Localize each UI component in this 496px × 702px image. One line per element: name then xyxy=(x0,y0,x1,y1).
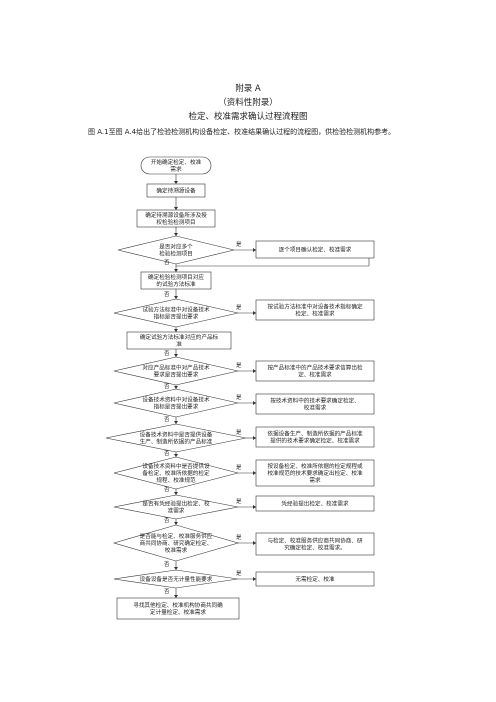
d9-text: 设备设备是否无计量性能要求 xyxy=(140,575,213,583)
yes-label: 是 xyxy=(236,570,242,577)
no-label: 否 xyxy=(164,259,170,266)
d2-text: 试验方法标准中对设备技术指标是否提出要求 xyxy=(142,306,210,321)
arrowhead xyxy=(174,329,178,332)
d5-text: 设备技术资料中是否提供设备生产、制造所依据的产品标准 xyxy=(140,431,213,446)
yes-label: 是 xyxy=(236,362,242,369)
arrowhead xyxy=(253,311,256,315)
yes-label: 是 xyxy=(236,498,242,505)
arrowhead xyxy=(174,595,178,598)
r8-text: 与检定、校准服务供应商共同协商、研究确定检定、校准需求。 xyxy=(267,537,363,552)
arrowhead xyxy=(253,248,256,252)
yes-label: 是 xyxy=(236,304,242,311)
r2-text: 按试验方法标准中对设备技术指标确定检定、校准需求 xyxy=(267,303,363,318)
appendix-title: 检定、校准需求确认过程流程图 xyxy=(188,112,308,122)
d4-text: 设备技术资料中对设备技术指标是否提出要求 xyxy=(142,396,210,411)
start-text: 开始确定检定、校准需求 xyxy=(151,158,202,173)
r4-text: 按技术资料中的技术要求确定检定、校准需求 xyxy=(270,397,360,412)
no-label: 否 xyxy=(164,450,170,457)
r9-text: 无需检定、校准 xyxy=(295,575,335,583)
r1-text: 逐个项目确认检定、校准需求 xyxy=(279,246,352,254)
yes-label: 是 xyxy=(236,241,242,248)
arrowhead xyxy=(253,577,256,581)
r4-box xyxy=(255,393,375,415)
no-label: 否 xyxy=(164,486,170,493)
yes-label: 是 xyxy=(236,464,242,471)
yes-label: 是 xyxy=(236,429,242,436)
arrowhead xyxy=(174,492,178,495)
r5-box xyxy=(255,426,375,448)
n1-text: 确定待溯源设备 xyxy=(156,187,196,195)
appendix-label: 附录 A xyxy=(235,84,261,94)
arrowhead xyxy=(174,181,178,184)
arrowhead xyxy=(174,269,178,272)
r6-text: 按设备检定、校准所依据的检定规程或校准规范的技术要求确定出检定、校准需求 xyxy=(267,462,363,484)
no-label: 否 xyxy=(164,291,170,298)
r7-text: 凭经验提出检定、校准需求 xyxy=(281,500,349,508)
arrowhead xyxy=(174,233,178,236)
arrowhead xyxy=(253,401,256,405)
arrowhead xyxy=(174,567,178,570)
end-text: 寻找其他检定、校准机构协商共同确定计量检定、校准需求 xyxy=(133,601,223,616)
r1-box xyxy=(255,240,375,259)
arrowhead xyxy=(174,454,178,457)
r2-box xyxy=(255,299,375,321)
arrowhead xyxy=(253,505,256,509)
arrowhead xyxy=(174,296,178,299)
yes-label: 是 xyxy=(236,394,242,401)
end-box xyxy=(116,597,240,620)
appendix-type: （资料性附录） xyxy=(218,98,278,108)
arrowhead xyxy=(174,522,178,525)
d1-text: 是否对应多个检验检测项目 xyxy=(159,243,193,258)
yes-label: 是 xyxy=(236,534,242,541)
no-label: 否 xyxy=(164,588,170,595)
no-label: 否 xyxy=(164,350,170,357)
r7-box xyxy=(255,495,375,512)
r5-text: 依据设备生产、制造所依据的产品标准提供的技术要求确定检定、校准需求 xyxy=(267,430,363,445)
r8-box xyxy=(255,532,375,556)
no-label: 否 xyxy=(164,383,170,390)
no-label: 否 xyxy=(164,561,170,568)
d3-text: 对应产品标准中对产品技术要求是否提出要求 xyxy=(142,364,210,379)
arrowhead xyxy=(253,369,256,373)
arrowhead xyxy=(253,541,256,545)
arrowhead xyxy=(174,354,178,357)
no-label: 否 xyxy=(164,517,170,524)
d6-text: 设备技术资料中是否提供设备检定、校准所依据的检定规程、校准规范 xyxy=(142,462,210,484)
arrowhead xyxy=(174,421,178,424)
arrowhead xyxy=(253,436,256,440)
arrowhead xyxy=(174,207,178,210)
n4-box xyxy=(126,331,232,350)
n3-text: 确定检验检测项目对应的试验方法标准 xyxy=(148,273,204,288)
intro-paragraph: 图 A.1至图 A.4给出了检验检测机构设备检定、校准结果确认过程的流程图，供检… xyxy=(88,128,396,136)
n4-text: 确定试验方法标准对应的产品标准 xyxy=(140,333,219,348)
r6-box xyxy=(255,459,375,487)
arrowhead xyxy=(253,471,256,475)
d8-text: 是否能与检定、校准服务供应商共同协商、研究确定检定、校准需求 xyxy=(140,532,213,554)
d7-text: 是否有凭经验提出检定、校准需求 xyxy=(142,500,210,515)
no-label: 否 xyxy=(164,416,170,423)
arrowhead xyxy=(174,386,178,389)
n2-text: 确定待溯源设备所涉及授权检验检测项目 xyxy=(145,211,207,226)
r3-text: 按产品标准中的产品技术要求信算出检定、校准需求 xyxy=(267,364,363,379)
